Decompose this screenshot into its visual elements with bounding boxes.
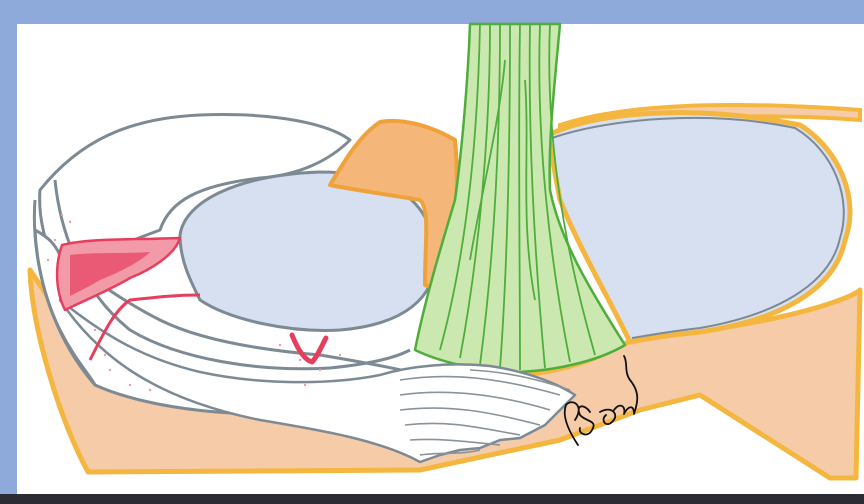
bottom-dark-strip (0, 494, 864, 504)
